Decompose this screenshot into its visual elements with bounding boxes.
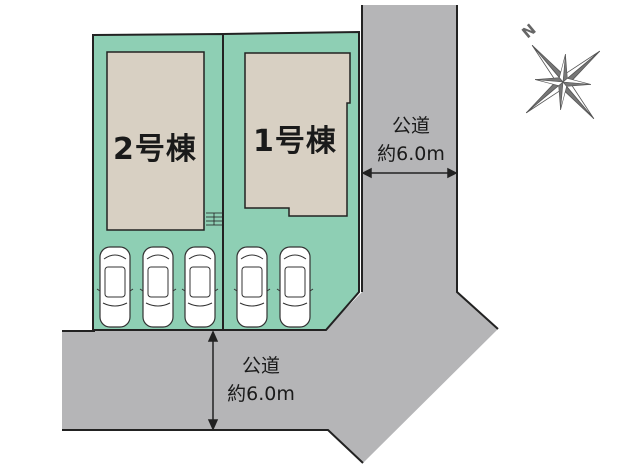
road-east-label: 公道 約6.0m [368, 112, 454, 168]
building-2-footprint [106, 51, 205, 231]
road-width-dimension-south [207, 330, 219, 431]
parking-car-icon [96, 246, 134, 328]
road-south-type: 公道 [241, 355, 280, 377]
road-east-width: 約6.0m [377, 143, 445, 165]
compass-north-label: N [518, 20, 539, 42]
road-east-type: 公道 [391, 115, 430, 137]
parking-car-icon [233, 246, 271, 328]
entrance-steps [206, 212, 222, 226]
parking-car-icon [139, 246, 177, 328]
parking-car-icon [276, 246, 314, 328]
building-1-label: 1号棟 [253, 124, 337, 159]
road-edge [456, 5, 499, 330]
road-south-width: 約6.0m [227, 383, 295, 405]
parking-car-icon [181, 246, 219, 328]
building-2-label: 2号棟 [113, 132, 197, 167]
road-south-label: 公道 約6.0m [216, 352, 306, 408]
road-east-and-south [62, 5, 498, 463]
road-width-dimension-east [361, 167, 458, 179]
road-edge [62, 429, 364, 464]
compass-rose-icon [525, 44, 601, 120]
building-1-footprint [244, 52, 351, 217]
